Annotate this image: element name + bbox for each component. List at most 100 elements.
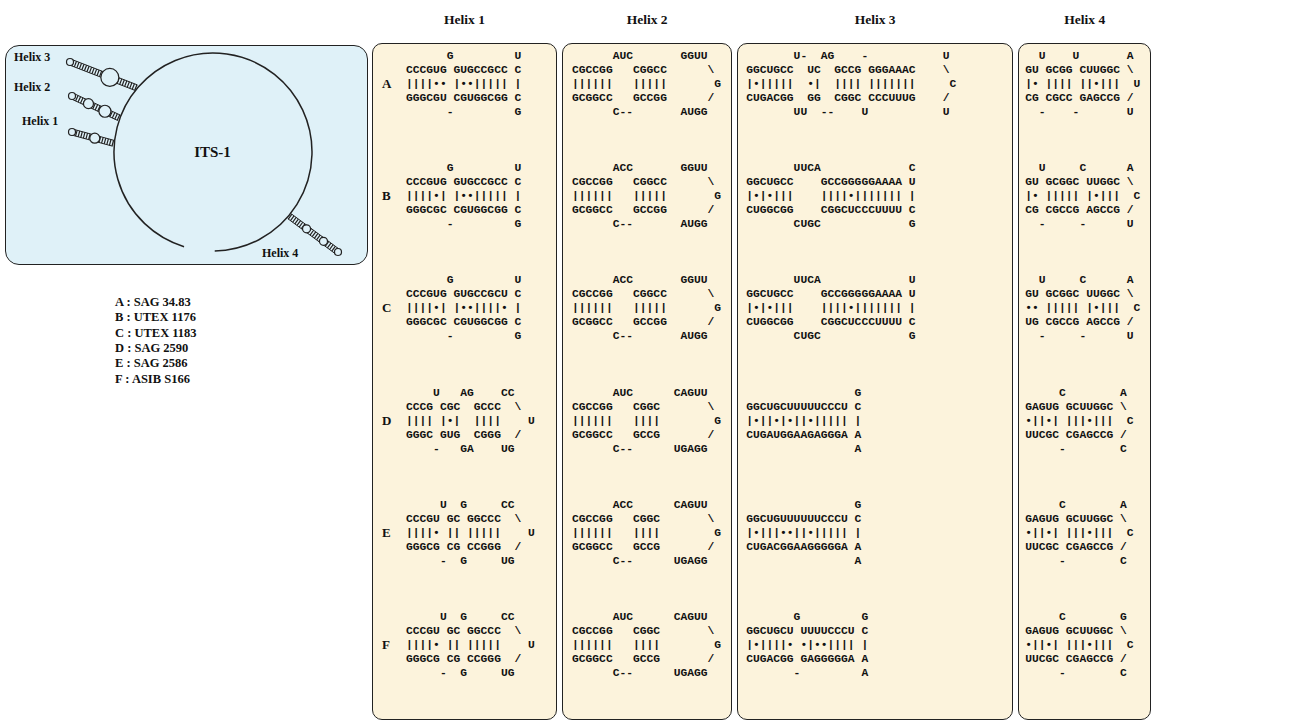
structure-line: |||||| |||| G bbox=[572, 526, 721, 540]
structure-line: GU GCGGC UUGGC \ bbox=[1025, 287, 1133, 301]
structure-line: UUCGC CGAGCCG / bbox=[1025, 652, 1127, 666]
structure-line: |•|||••||•||||| | bbox=[746, 526, 861, 540]
panel-header: Helix 3 bbox=[738, 12, 1012, 28]
strain-legend: E : SAG 2586 bbox=[115, 356, 188, 371]
structure-line: G bbox=[746, 386, 861, 400]
structure-line: CCCGU GC GGCCC \ bbox=[406, 624, 521, 638]
internal-loop bbox=[319, 237, 327, 245]
strain-legend: D : SAG 2590 bbox=[115, 341, 188, 356]
stem-illustration bbox=[5, 45, 368, 265]
structure-line: GGCUGCC GCCGGGGGAAAA U bbox=[746, 175, 915, 189]
structure-line: •||•| |||•||| C bbox=[1025, 414, 1133, 428]
structure-line: C-- AUGG bbox=[572, 329, 708, 343]
structure-line: GAGUG GCUUGGC \ bbox=[1025, 512, 1127, 526]
structure-line: |||||| |||| G bbox=[572, 638, 721, 652]
structure-line: G U bbox=[406, 273, 521, 287]
helix-label: Helix 4 bbox=[262, 246, 298, 260]
structure-line: GGCUGCU UUUUCCCU C bbox=[746, 624, 868, 638]
structure-line: |•||•|•||•||||| | bbox=[746, 414, 861, 428]
terminal-loop bbox=[334, 248, 341, 255]
structure-line: UUCA C bbox=[746, 161, 915, 175]
structure-line: ||||•| |••||||| | bbox=[406, 189, 521, 203]
structure-line: UUCGC CGAGCCG / bbox=[1025, 428, 1127, 442]
row-letter: D bbox=[382, 413, 391, 429]
structure-line: |||||| ||||| G bbox=[572, 77, 721, 91]
structure-line: CUGGCGG CGGCUCCCUUUU C bbox=[746, 315, 915, 329]
structure-line: GCGGCC GCCG / bbox=[572, 652, 714, 666]
structure-line: - G bbox=[406, 217, 521, 231]
structure-line: - - U bbox=[1025, 217, 1133, 231]
region-label: ITS-1 bbox=[113, 143, 313, 161]
structure-line: CUGGCGG CGGCUCCCUUUU C bbox=[746, 203, 915, 217]
structure-line: CCCG CGC GCCC \ bbox=[406, 400, 521, 414]
structure-line: CG CGCCG AGCCG / bbox=[1025, 203, 1133, 217]
stem-strand bbox=[70, 98, 117, 120]
structure-line: A bbox=[746, 554, 861, 568]
structure-line: U G CC bbox=[406, 498, 514, 512]
structure-line: |•||||• •|••|||| | bbox=[746, 638, 868, 652]
structure-line: UUCGC CGAGCCG / bbox=[1025, 540, 1127, 554]
structure-line: |||||| |||| G bbox=[572, 414, 721, 428]
structure-line: - C bbox=[1025, 442, 1127, 456]
structure-line: GCGGCC GCCGG / bbox=[572, 203, 714, 217]
structure-line: |||| |•| |||| U bbox=[406, 414, 535, 428]
structure-line: AUC CAGUU bbox=[572, 610, 708, 624]
structure-line: - - U bbox=[1025, 329, 1133, 343]
row-letter: F bbox=[382, 637, 390, 653]
structure-line: - C bbox=[1025, 666, 1127, 680]
internal-loop bbox=[100, 68, 118, 86]
structure-line: ||||• || ||||| U bbox=[406, 638, 535, 652]
structure-line: U U A bbox=[1025, 49, 1133, 63]
structure-line: GU GCGGC UUGGC \ bbox=[1025, 175, 1133, 189]
row-letter: C bbox=[382, 300, 391, 316]
internal-loop bbox=[83, 98, 93, 108]
structure-line: CUGC G bbox=[746, 329, 915, 343]
structure-line: - G UG bbox=[406, 666, 514, 680]
structure-line: |• |||| ||•||| U bbox=[1025, 77, 1140, 91]
structure-line: C A bbox=[1025, 498, 1127, 512]
stem-strand bbox=[68, 64, 134, 90]
structure-line: G U bbox=[406, 49, 521, 63]
structure-line: CCCGUG GUGCCGCU C bbox=[406, 287, 521, 301]
structure-line: GGGC GUG CGGG / bbox=[406, 428, 521, 442]
panel-header: Helix 2 bbox=[563, 12, 731, 28]
structure-line: GCGGCC GCCG / bbox=[572, 428, 714, 442]
structure-line: GGCUGCUUUUUCCCU C bbox=[746, 400, 861, 414]
structure-line: CGCCGG CGGCC \ bbox=[572, 287, 714, 301]
structure-line: C-- UGAGG bbox=[572, 554, 708, 568]
structure-line: C-- AUGG bbox=[572, 217, 708, 231]
structure-line: G U bbox=[406, 161, 521, 175]
structure-line: UUCA U bbox=[746, 273, 915, 287]
structure-line: CGCCGG CGGC \ bbox=[572, 624, 714, 638]
structure-line: GGGCG CG CCGGG / bbox=[406, 540, 521, 554]
strain-legend: B : UTEX 1176 bbox=[115, 310, 196, 325]
structure-line: GGCUGCC UC GCCG GGGAAAC \ bbox=[746, 63, 949, 77]
structure-line: C A bbox=[1025, 386, 1127, 400]
structure-line: CG CGCC GAGCCG / bbox=[1025, 91, 1133, 105]
structure-line: |•|•||| ||||•||||||| | bbox=[746, 189, 915, 203]
structure-line: |||||| ||||| G bbox=[572, 301, 721, 315]
row-letter: A bbox=[382, 76, 391, 92]
structure-line: CUGACGGAAGGGGGA A bbox=[746, 540, 861, 554]
helix-panel: Helix 2 AUC GGUUCGCCGG CGGCC \|||||| |||… bbox=[562, 43, 732, 720]
structure-line: U- AG - U bbox=[746, 49, 949, 63]
structure-line: - A bbox=[746, 666, 868, 680]
structure-line: GGGCGU CGUGGCGG C bbox=[406, 91, 521, 105]
structure-line: UG CGCCG AGCCG / bbox=[1025, 315, 1133, 329]
structure-line: CUGC G bbox=[746, 217, 915, 231]
structure-line: C G bbox=[1025, 610, 1127, 624]
structure-line: CGCCGG CGGC \ bbox=[572, 512, 714, 526]
internal-loop bbox=[98, 105, 110, 117]
structure-line: U C A bbox=[1025, 273, 1133, 287]
terminal-loop bbox=[68, 128, 75, 135]
structure-line: - G bbox=[406, 329, 521, 343]
structure-line: C-- UGAGG bbox=[572, 666, 708, 680]
structure-line: •||•| |||•||| C bbox=[1025, 638, 1133, 652]
structure-line: U AG CC bbox=[406, 386, 514, 400]
structure-line: CUGAUGGAAGAGGGA A bbox=[746, 428, 861, 442]
structure-line: CGCCGG CGGCC \ bbox=[572, 63, 714, 77]
structure-line: UU -- U U bbox=[746, 105, 949, 119]
stem-rungs bbox=[72, 96, 119, 118]
structure-line: GAGUG GCUUGGC \ bbox=[1025, 400, 1127, 414]
